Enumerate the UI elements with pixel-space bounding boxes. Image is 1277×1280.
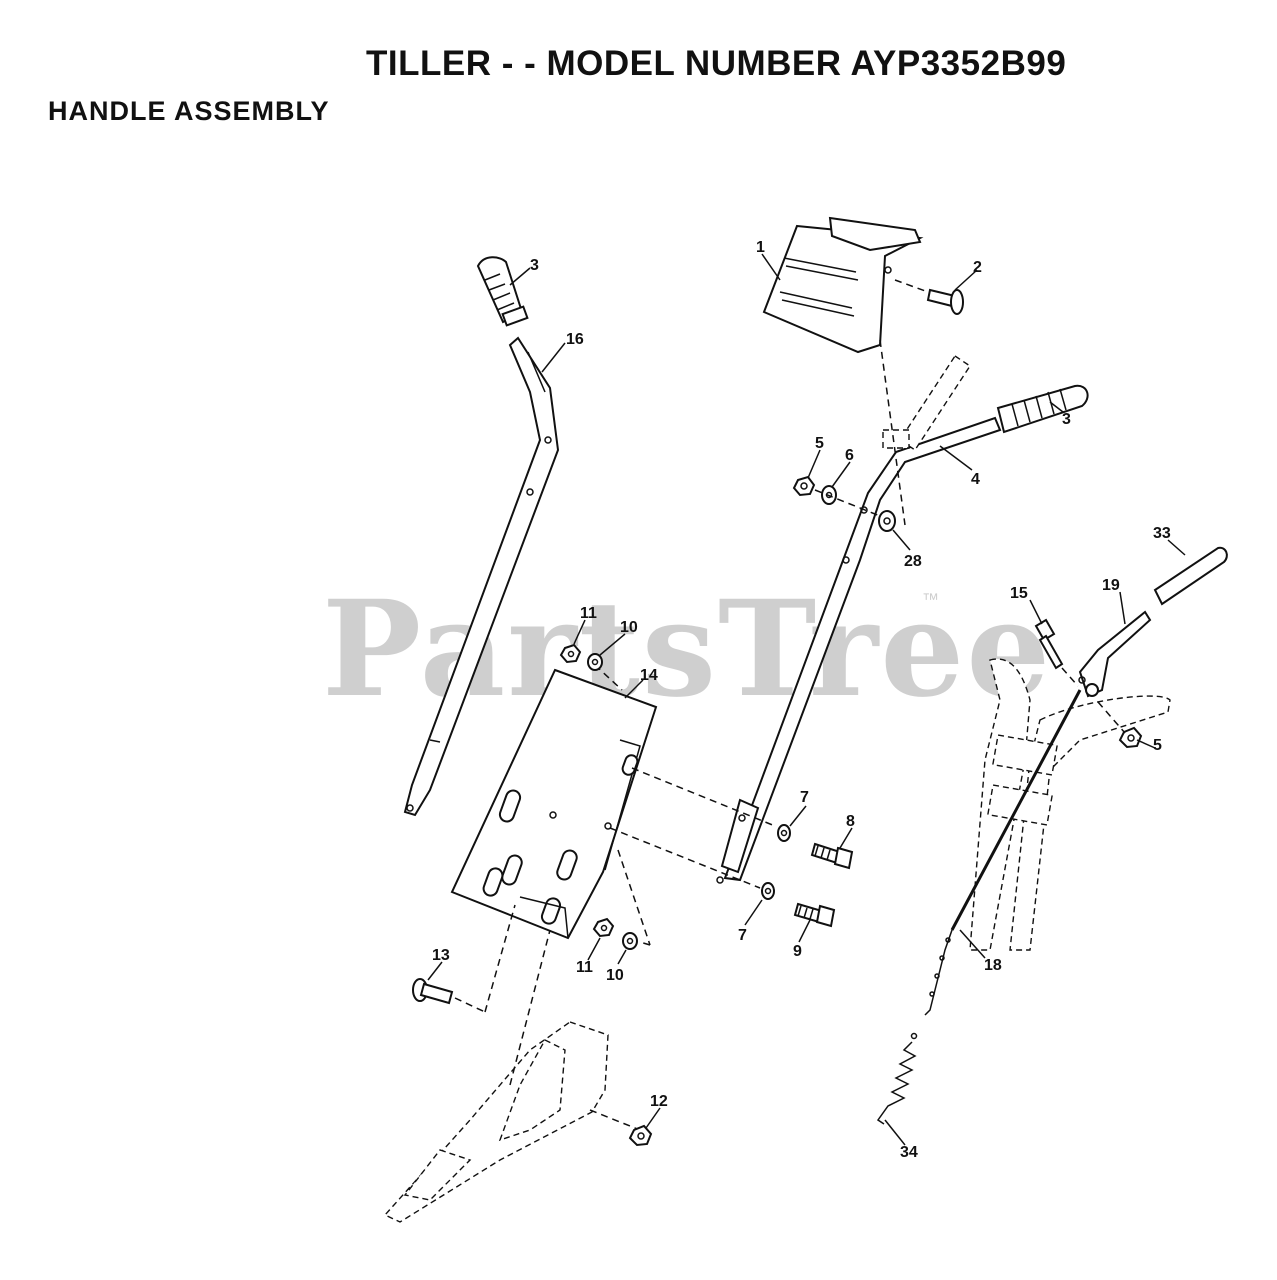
part-washer-10-upper[interactable] [587, 653, 603, 671]
callout-15: 15 [1010, 585, 1028, 602]
part-grip-33[interactable] [1153, 546, 1228, 606]
callout-7-upper: 7 [800, 789, 809, 806]
callout-labels: 3 16 1 2 3 4 5 6 28 33 19 15 5 18 34 14 … [432, 239, 1171, 1161]
callout-16: 16 [566, 331, 584, 348]
callout-9: 9 [793, 943, 802, 960]
part-nut-11-lower[interactable] [592, 917, 615, 938]
part-nut-5-right[interactable] [1097, 701, 1143, 749]
callout-10-lower: 10 [606, 967, 624, 984]
part-washer-7-upper[interactable] [777, 824, 791, 842]
part-control-rod[interactable] [924, 689, 1082, 1016]
callout-5-right: 5 [1153, 737, 1162, 754]
part-nut-11-upper[interactable] [559, 643, 582, 664]
callout-13: 13 [432, 947, 450, 964]
part-bolt-13[interactable] [412, 904, 516, 1013]
callout-19: 19 [1102, 577, 1120, 594]
part-nut-12[interactable] [628, 1124, 653, 1147]
callout-11-upper: 11 [580, 605, 597, 622]
callout-3-left: 3 [530, 257, 539, 274]
part-lever[interactable] [1078, 610, 1152, 698]
part-bolt-15[interactable] [1034, 618, 1079, 687]
callout-11-lower: 11 [576, 959, 593, 976]
callout-12: 12 [650, 1093, 668, 1110]
callout-1: 1 [756, 239, 765, 256]
ghost-side-handle [969, 658, 1171, 951]
callout-18: 18 [984, 957, 1002, 974]
part-washer-7-lower[interactable] [761, 882, 775, 900]
part-bolt-8[interactable] [810, 842, 854, 870]
part-bolt-2[interactable] [894, 279, 964, 315]
leader-lines [427, 253, 1186, 1146]
callout-7-lower: 7 [738, 927, 747, 944]
part-bolt-9[interactable] [793, 902, 836, 928]
part-washer-10-lower[interactable] [622, 932, 638, 950]
part-nut-5-top[interactable] [792, 475, 816, 497]
part-spring[interactable] [876, 1032, 918, 1125]
part-bracket-plate[interactable] [450, 664, 658, 946]
callout-6: 6 [845, 447, 854, 464]
callout-4: 4 [971, 471, 980, 488]
ghost-handle [882, 355, 971, 451]
ghost-tiller-frame [383, 929, 641, 1223]
callout-3-right: 3 [1062, 411, 1071, 428]
part-right-handle[interactable] [716, 416, 1002, 884]
diagram-title: TILLER - - MODEL NUMBER AYP3352B99 [366, 44, 1067, 83]
callout-2: 2 [973, 259, 982, 276]
part-left-handle[interactable] [403, 336, 560, 817]
callout-14: 14 [640, 667, 658, 684]
callout-8: 8 [846, 813, 855, 830]
callout-33: 33 [1153, 525, 1171, 542]
part-right-grip[interactable] [996, 384, 1089, 434]
diagram-subtitle: HANDLE ASSEMBLY [48, 96, 330, 126]
trademark-symbol: ™ [922, 590, 939, 609]
callout-28: 28 [904, 553, 922, 570]
callout-5-top: 5 [815, 435, 824, 452]
callout-10-upper: 10 [620, 619, 638, 636]
callout-34: 34 [900, 1144, 918, 1161]
part-left-grip[interactable] [476, 256, 529, 327]
part-washer-28[interactable] [878, 510, 896, 532]
part-panel[interactable] [762, 216, 924, 354]
